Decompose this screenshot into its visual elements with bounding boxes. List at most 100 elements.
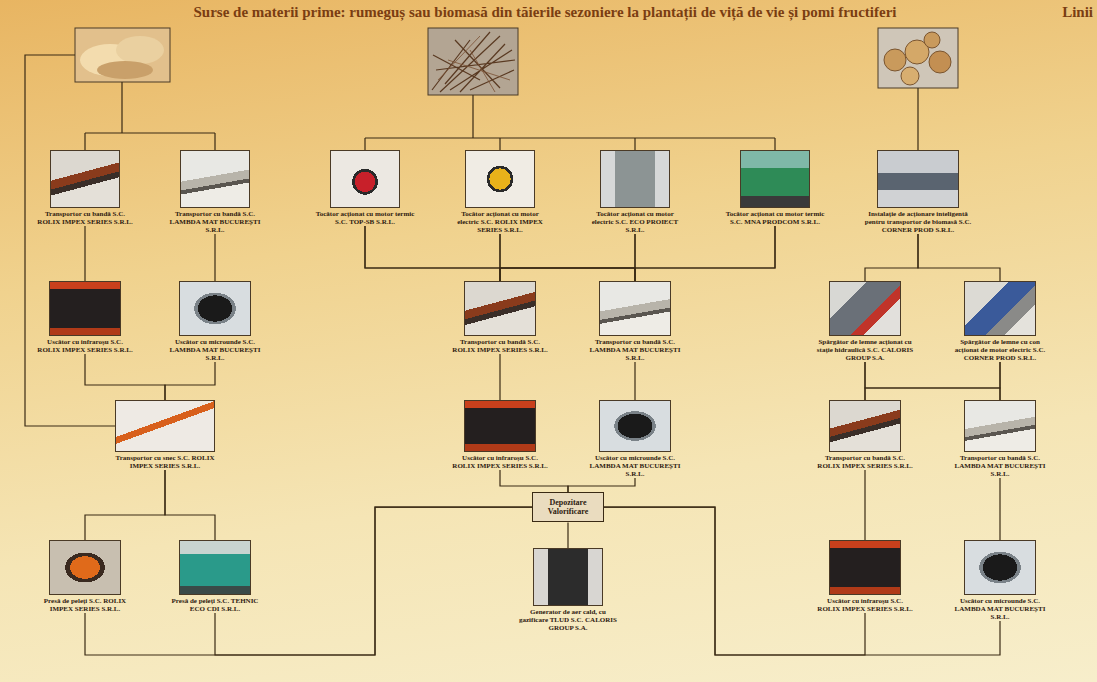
caption-text: Uscător cu infraroșu S.C. ROLIX IMPEX SE… (35, 338, 135, 354)
equipment-photo (464, 400, 536, 452)
caption-text: Uscător cu infraroșu S.C. ROLIX IMPEX SE… (815, 597, 915, 613)
equipment-node: Tocător acționat cu motor electric S.C. … (585, 150, 685, 234)
connector-line (634, 362, 635, 400)
caption-text: Spărgător de lemne acționat cu stație hi… (815, 338, 915, 362)
storage-box: Depozitare Valorificare (532, 492, 604, 522)
equipment-photo (464, 281, 536, 336)
connector-line (864, 470, 865, 540)
equipment-node: Presă de peleți S.C. TEHNIC ECO CDI S.R.… (165, 540, 265, 613)
equipment-node: Transportor cu bandă S.C. ROLIX IMPEX SE… (815, 400, 915, 470)
equipment-node: Uscător cu infraroșu S.C. ROLIX IMPEX SE… (815, 540, 915, 613)
connector-line (999, 478, 1000, 540)
equipment-node: Uscător cu infraroșu S.C. ROLIX IMPEX SE… (450, 400, 550, 470)
caption-text: Tocător acționat cu motor electric S.C. … (450, 210, 550, 234)
caption-text: Tocător acționat cu motor termic S.C. TO… (315, 210, 415, 226)
equipment-node: Uscător cu microunde S.C. LAMBDA MAT BUC… (950, 540, 1050, 621)
connector-line (85, 470, 165, 540)
equipment-node: Transportor cu bandă S.C. LAMBDA MAT BUC… (950, 400, 1050, 478)
caption-text: Transportor cu bandă S.C. LAMBDA MAT BUC… (165, 210, 265, 234)
equipment-node: Transportor cu bandă S.C. LAMBDA MAT BUC… (165, 150, 265, 234)
equipment-photo (179, 540, 251, 595)
caption-text: Depozitare Valorificare (536, 498, 600, 516)
equipment-node: Transportor cu snec S.C. ROLIX IMPEX SER… (110, 400, 220, 470)
equipment-photo (49, 281, 121, 336)
connector-line (214, 234, 215, 281)
equipment-node: Presă de peleți S.C. ROLIX IMPEX SERIES … (35, 540, 135, 613)
equipment-photo (599, 281, 671, 336)
caption-text: Generator de aer cald, cu gazificare TLU… (518, 608, 618, 632)
equipment-node: Spărgător de lemne cu con acționat de mo… (950, 281, 1050, 362)
connector-line (865, 234, 918, 281)
equipment-photo (829, 281, 901, 336)
equipment-node: Transportor cu bandă S.C. ROLIX IMPEX SE… (35, 150, 135, 226)
caption-text: Uscător cu microunde S.C. LAMBDA MAT BUC… (585, 454, 685, 478)
equipment-node: Tocător acționat cu motor termic S.C. TO… (315, 150, 415, 226)
branches-picture (428, 28, 518, 95)
equipment-photo (829, 400, 901, 452)
caption-text: Transportor cu bandă S.C. ROLIX IMPEX SE… (815, 454, 915, 470)
equipment-photo (599, 400, 671, 452)
connector-line (865, 362, 1000, 400)
caption-text: Uscător cu microunde S.C. LAMBDA MAT BUC… (950, 597, 1050, 621)
equipment-photo (179, 281, 251, 336)
logs-picture (878, 28, 958, 88)
connector-line (604, 507, 1000, 655)
equipment-photo (877, 150, 959, 208)
equipment-photo (115, 400, 215, 452)
connector-line (499, 354, 500, 400)
connector-line (567, 522, 568, 548)
caption-text: Transportor cu snec S.C. ROLIX IMPEX SER… (110, 454, 220, 470)
equipment-node: Tocător acționat cu motor termic S.C. MN… (725, 150, 825, 226)
connector-line (215, 507, 532, 655)
equipment-node: Transportor cu bandă S.C. LAMBDA MAT BUC… (585, 281, 685, 362)
connector-line (365, 226, 500, 281)
connector-line (85, 354, 165, 400)
equipment-photo (330, 150, 400, 208)
connector-line (635, 226, 775, 281)
caption-text: Tocător acționat cu motor electric S.C. … (585, 210, 685, 234)
equipment-photo (964, 281, 1036, 336)
diagram-title: Surse de materii prime: rumeguș sau biom… (95, 4, 995, 21)
feed-lines (25, 55, 918, 426)
connector-line (84, 226, 85, 281)
connector-line (500, 234, 635, 281)
caption-text: Uscător cu infraroșu S.C. ROLIX IMPEX SE… (450, 454, 550, 470)
connector-line (604, 507, 865, 655)
caption-text: Spărgător de lemne cu con acționat de mo… (950, 338, 1050, 362)
caption-text: Tocător acționat cu motor termic S.C. MN… (725, 210, 825, 226)
equipment-photo (964, 400, 1036, 452)
equipment-photo (465, 150, 535, 208)
connector-line (500, 226, 775, 281)
connector-line (500, 470, 568, 492)
equipment-node: Spărgător de lemne acționat cu stație hi… (815, 281, 915, 362)
equipment-photo (964, 540, 1036, 595)
equipment-photo (180, 150, 250, 208)
connector-line (865, 362, 1000, 400)
caption-text: Presă de peleți S.C. TEHNIC ECO CDI S.R.… (165, 597, 265, 613)
caption-text: Presă de peleți S.C. ROLIX IMPEX SERIES … (35, 597, 135, 613)
equipment-photo (829, 540, 901, 595)
connector-line (165, 362, 215, 400)
equipment-photo (50, 150, 120, 208)
connector-line (918, 234, 1000, 281)
equipment-node: Tocător acționat cu motor electric S.C. … (450, 150, 550, 234)
connector-line (165, 470, 215, 540)
caption-text: Uscător cu microunde S.C. LAMBDA MAT BUC… (165, 338, 265, 362)
equipment-node: Transportor cu bandă S.C. ROLIX IMPEX SE… (450, 281, 550, 354)
caption-text: Transportor cu bandă S.C. LAMBDA MAT BUC… (585, 338, 685, 362)
equipment-node: Uscător cu infraroșu S.C. ROLIX IMPEX SE… (35, 281, 135, 354)
corner-label: Linii (1062, 4, 1093, 21)
equipment-photo (533, 548, 603, 606)
equipment-node: Generator de aer cald, cu gazificare TLU… (518, 548, 618, 632)
equipment-node: Uscător cu microunde S.C. LAMBDA MAT BUC… (165, 281, 265, 362)
equipment-photo (740, 150, 810, 208)
connector-line (999, 362, 1000, 400)
caption-text: Transportor cu bandă S.C. ROLIX IMPEX SE… (35, 210, 135, 226)
sawdust-picture (75, 28, 170, 82)
equipment-photo (49, 540, 121, 595)
equipment-node: Instalație de acționare inteligentă pent… (858, 150, 978, 234)
connector-line (568, 478, 635, 492)
connector-line (85, 507, 532, 655)
caption-text: Instalație de acționare inteligentă pent… (858, 210, 978, 234)
equipment-node: Uscător cu microunde S.C. LAMBDA MAT BUC… (585, 400, 685, 478)
